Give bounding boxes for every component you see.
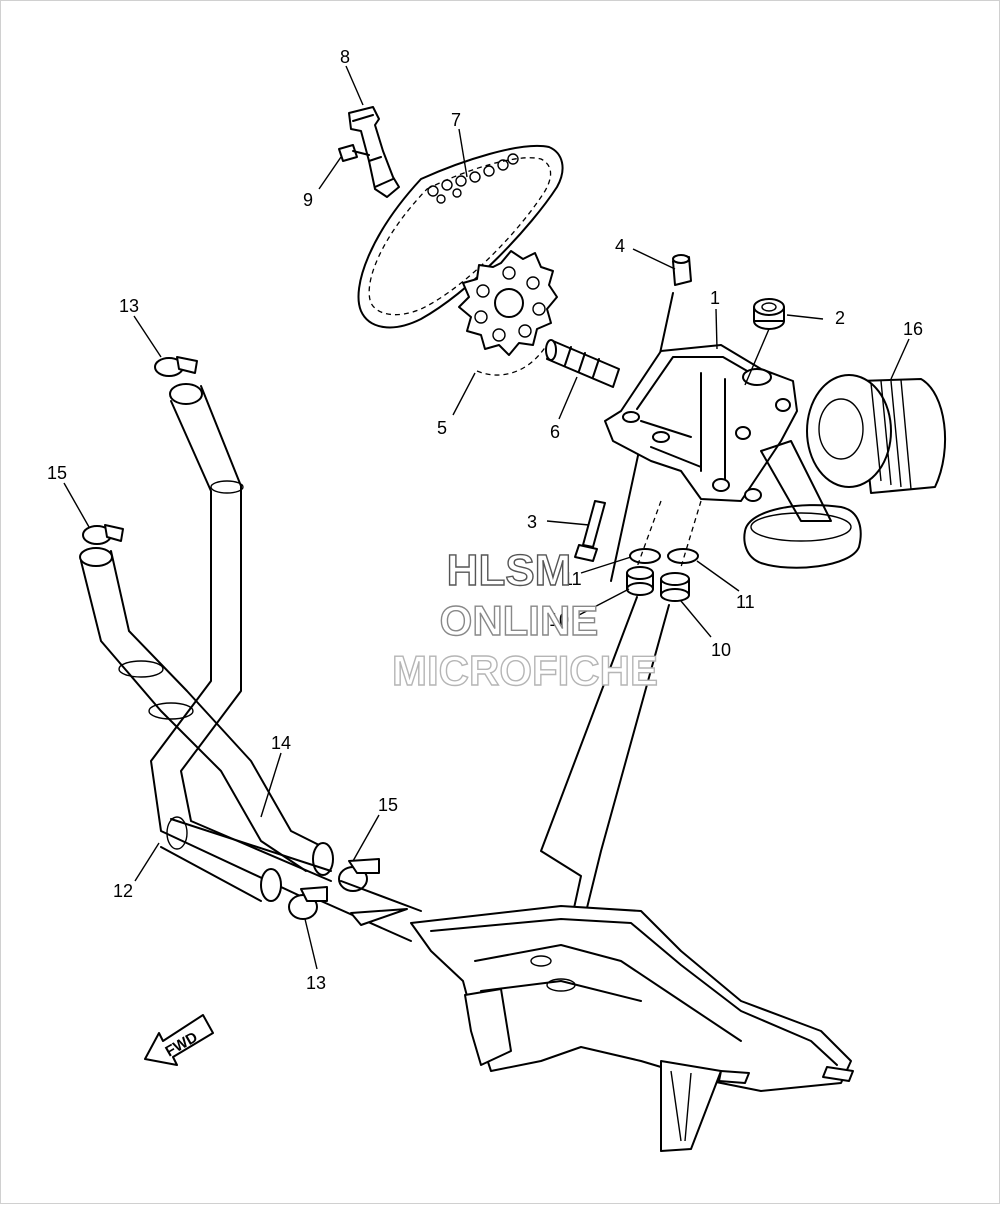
o-ring-part[interactable] [629, 548, 699, 564]
pump-bolt-part[interactable] [574, 500, 606, 562]
oil-hose-part[interactable] [79, 383, 334, 902]
forward-arrow-icon: FWD [144, 1014, 214, 1066]
callout-12: 12 [113, 881, 133, 901]
oil-strainer-part[interactable] [743, 440, 862, 569]
watermark-line-3: MICROFICHE [392, 647, 658, 694]
callout-15-right: 15 [378, 795, 398, 815]
callout-8: 8 [340, 47, 350, 67]
callout-11-left: 11 [563, 569, 582, 589]
callout-3: 3 [527, 512, 537, 532]
callout-labels: 1 2 3 4 5 6 7 8 9 10 10 11 11 12 13 13 1… [47, 47, 923, 993]
callout-13-bottom: 13 [306, 973, 326, 993]
callout-1: 1 [710, 288, 720, 308]
callout-16: 16 [903, 319, 923, 339]
callout-10-left: 10 [549, 610, 569, 630]
callout-11-right: 11 [736, 592, 755, 612]
callout-15-left: 15 [47, 463, 67, 483]
callout-10-right: 10 [711, 640, 731, 660]
callout-9: 9 [303, 190, 313, 210]
sprocket-part[interactable] [458, 250, 558, 376]
callout-6: 6 [550, 422, 560, 442]
oil-filter-part[interactable] [806, 374, 946, 494]
pump-shaft-part[interactable] [545, 339, 620, 388]
watermark: HLSM ONLINE MICROFICHE [391, 545, 658, 694]
callout-4: 4 [615, 236, 625, 256]
watermark-line-2: ONLINE [440, 597, 599, 644]
callout-13-top: 13 [119, 296, 139, 316]
callout-14: 14 [271, 733, 291, 753]
watermark-line-1: HLSM [447, 546, 572, 595]
callout-7: 7 [451, 110, 461, 130]
callout-5: 5 [437, 418, 447, 438]
chain-guide-part[interactable] [348, 106, 400, 198]
oil-pump-assembly-part[interactable] [604, 344, 798, 502]
callout-2: 2 [835, 308, 845, 328]
crankcase-part[interactable] [320, 880, 854, 1152]
collar-part[interactable] [744, 298, 785, 386]
hose-clamp-part[interactable] [82, 356, 380, 920]
bolt-part[interactable] [338, 144, 370, 162]
collar-sleeve-part[interactable] [626, 566, 690, 602]
callout-leaders [63, 65, 910, 970]
